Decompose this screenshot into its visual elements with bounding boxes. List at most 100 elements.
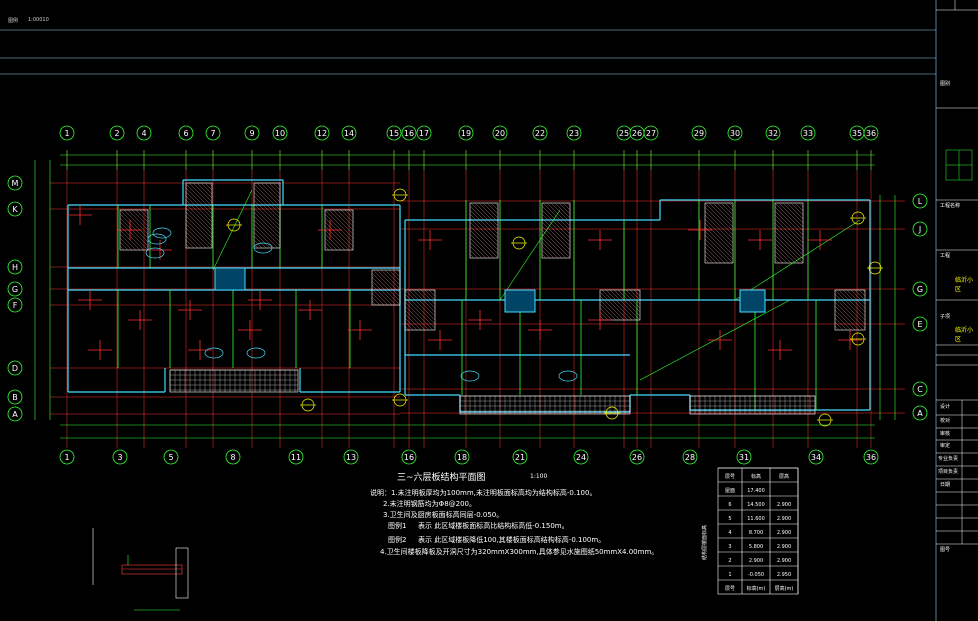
svg-text:16: 16 [404, 453, 414, 462]
table-cell-4-2: 2.900 [777, 544, 791, 550]
svg-text:C: C [917, 385, 923, 394]
svg-text:5: 5 [168, 453, 173, 462]
table-side-label: 结构层楼面标高 [701, 525, 708, 560]
grid-left-A: A [7, 406, 23, 422]
grid-left-B: B [7, 389, 23, 405]
tb-label-1: 工程名称 [940, 203, 961, 209]
title-block [936, 0, 978, 545]
section-detail [92, 528, 189, 611]
table-cell-7-2: 层高(m) [775, 585, 794, 592]
grid-right-C: C [912, 381, 928, 397]
tb-label-0: 图别 [940, 81, 951, 87]
tb-label-check: 校对 [940, 418, 951, 424]
grid-top-12: 12 [314, 125, 330, 141]
tb-label-3: 子项 [940, 314, 951, 320]
header-tag: 图例 [8, 18, 19, 24]
grid-top-22: 22 [532, 125, 548, 141]
svg-text:24: 24 [576, 453, 586, 462]
header-scale: 1:00010 [28, 17, 49, 23]
table-cell-2-2: 2.900 [777, 516, 791, 522]
table-cell-3-1: 8.700 [749, 530, 763, 536]
table-cell-1-2: 2.900 [777, 502, 791, 508]
svg-text:E: E [917, 320, 922, 329]
svg-text:16: 16 [404, 129, 414, 138]
grid-right-E: E [912, 316, 928, 332]
tb-label-date: 日期 [940, 482, 951, 488]
grid-top-29: 29 [691, 125, 707, 141]
svg-text:D: D [12, 364, 18, 373]
grid-top-9: 9 [244, 125, 260, 141]
grid-bottom-1: 1 [59, 449, 75, 465]
svg-text:23: 23 [569, 129, 579, 138]
tb-val-project: 临沂小区 [955, 277, 974, 293]
table-cell-6-0: 1 [728, 572, 731, 578]
tb-label-review: 审核 [940, 431, 951, 437]
svg-text:22: 22 [535, 129, 545, 138]
table-cell-3-2: 2.900 [777, 530, 791, 536]
tb-label-proj: 项目负责 [938, 469, 959, 475]
grid-bottom-16: 16 [401, 449, 417, 465]
grid-top-33: 33 [800, 125, 816, 141]
plan-title: 三~六层板结构平面图 [397, 473, 486, 483]
plan-scale: 1:100 [530, 473, 548, 480]
svg-text:33: 33 [803, 129, 813, 138]
svg-text:1: 1 [64, 453, 69, 462]
tb-label-design: 设计 [940, 404, 951, 410]
svg-text:13: 13 [346, 453, 356, 462]
grid-top-16: 16 [401, 125, 417, 141]
grid-bottom-21: 21 [512, 449, 528, 465]
grid-top-7: 7 [205, 125, 221, 141]
tb-label-approve: 审定 [940, 443, 951, 449]
svg-text:31: 31 [739, 453, 749, 462]
table-cell-1-1: 14.500 [747, 502, 765, 508]
svg-text:4: 4 [141, 129, 146, 138]
grid-top-4: 4 [136, 125, 152, 141]
svg-text:L: L [918, 197, 923, 206]
table-cell-0-0: 屋面 [725, 488, 735, 494]
grid-right-J: J [912, 221, 928, 237]
svg-text:A: A [12, 410, 18, 419]
svg-text:2: 2 [114, 129, 119, 138]
table-cell-7-1: 标高(m) [747, 585, 766, 592]
grid-left-K: K [7, 201, 23, 217]
table-cell-1-0: 6 [728, 502, 731, 508]
grid-top-32: 32 [765, 125, 781, 141]
table-cell-5-0: 2 [728, 558, 731, 564]
table-cell-6-1: -0.050 [748, 572, 764, 578]
table-cell-6-2: 2.950 [777, 572, 791, 578]
svg-text:32: 32 [768, 129, 778, 138]
svg-text:J: J [918, 225, 921, 234]
svg-text:26: 26 [632, 129, 642, 138]
note-2: 2.未注明钢筋均为Φ8@200。 [383, 500, 477, 508]
grid-top-26: 26 [629, 125, 645, 141]
grid-top-10: 10 [272, 125, 288, 141]
grid-top-19: 19 [458, 125, 474, 141]
grid-top-1: 1 [59, 125, 75, 141]
svg-text:10: 10 [275, 129, 285, 138]
svg-text:34: 34 [811, 453, 821, 462]
svg-text:M: M [12, 179, 19, 188]
tb-label-pro: 专业负责 [938, 456, 959, 462]
legend-1-tag: 图例1 [388, 522, 407, 530]
svg-text:3: 3 [117, 453, 122, 462]
grid-right-A: A [912, 405, 928, 421]
svg-text:6: 6 [183, 129, 188, 138]
grid-bottom-24: 24 [573, 449, 589, 465]
grid-top-2: 2 [109, 125, 125, 141]
svg-text:8: 8 [230, 453, 235, 462]
svg-text:11: 11 [291, 453, 301, 462]
svg-text:G: G [12, 285, 18, 294]
svg-text:H: H [12, 263, 18, 272]
svg-text:9: 9 [249, 129, 254, 138]
svg-text:17: 17 [419, 129, 429, 138]
note-4: 4.卫生间楼板降板及开洞尺寸为320mmX300mm,具体参见水施图纸50mmX… [380, 548, 659, 556]
tb-val-sub: 临沂小区 [955, 327, 974, 343]
svg-text:B: B [12, 393, 18, 402]
svg-text:20: 20 [495, 129, 505, 138]
table-cell-5-2: 2.900 [777, 558, 791, 564]
grid-bottom-13: 13 [343, 449, 359, 465]
grid-left-H: H [7, 259, 23, 275]
grid-bottom-18: 18 [454, 449, 470, 465]
